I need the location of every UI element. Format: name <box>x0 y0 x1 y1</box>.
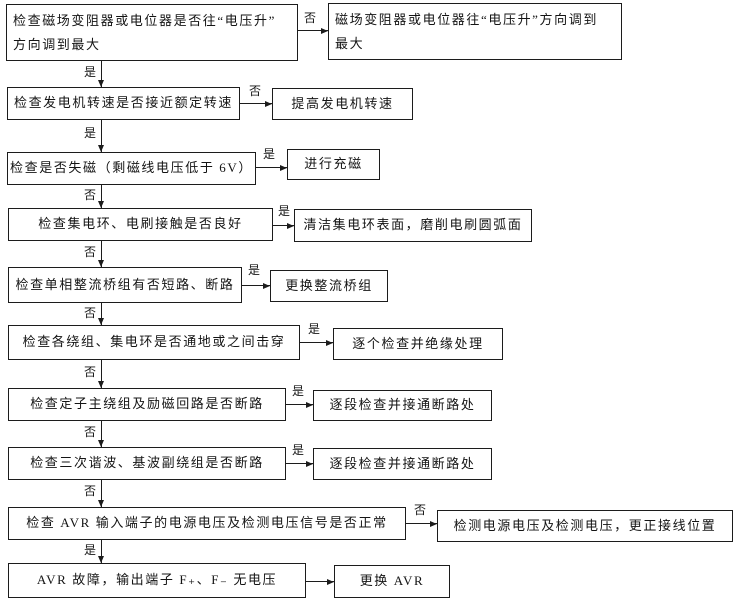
action-node-8: 逐段检查并接通断路处 <box>313 448 492 480</box>
check-node-5: 检查单相整流桥组有否短路、断路 <box>8 267 242 303</box>
action-node-7: 逐段检查并接通断路处 <box>313 390 492 421</box>
action-node-1: 磁场变阻器或电位器往“电压升”方向调到 最大 <box>328 3 622 60</box>
down-arrow-4 <box>98 241 105 267</box>
down-arrow-6 <box>98 360 105 388</box>
branch-label-2: 否 <box>249 84 262 99</box>
check-node-10: AVR 故障，输出端子 F₊、F₋ 无电压 <box>8 563 306 598</box>
branch-label-7: 是 <box>292 384 305 399</box>
check-node-3: 检查是否失磁（剩磁线电压低于 6V） <box>7 152 256 185</box>
action-node-4: 清洁集电环表面，磨削电刷圆弧面 <box>294 209 532 242</box>
down-label-5: 否 <box>84 306 97 321</box>
down-label-1: 是 <box>84 65 97 80</box>
down-arrow-9 <box>98 540 105 563</box>
branch-arrow-3 <box>256 164 287 171</box>
action-node-6: 逐个检查并绝缘处理 <box>333 328 503 360</box>
action-node-10: 更换 AVR <box>334 565 450 598</box>
branch-label-1: 否 <box>304 11 317 26</box>
down-arrow-7 <box>98 421 105 447</box>
down-label-6: 否 <box>84 365 97 380</box>
check-node-2: 检查发电机转速是否接近额定转速 <box>7 87 240 120</box>
branch-arrow-9 <box>406 520 437 527</box>
branch-label-5: 是 <box>248 263 261 278</box>
branch-label-8: 是 <box>292 443 305 458</box>
down-label-8: 否 <box>84 484 97 499</box>
down-label-2: 是 <box>84 126 97 141</box>
down-arrow-1 <box>98 61 105 87</box>
branch-label-4: 是 <box>278 204 291 219</box>
down-label-9: 是 <box>84 543 97 558</box>
branch-arrow-1 <box>298 27 328 34</box>
down-arrow-8 <box>98 480 105 507</box>
down-label-3: 否 <box>84 188 97 203</box>
down-arrow-2 <box>98 120 105 152</box>
branch-label-3: 是 <box>263 147 276 162</box>
check-node-9: 检查 AVR 输入端子的电源电压及检测电压信号是否正常 <box>8 507 406 540</box>
check-node-8: 检查三次谐波、基波副绕组是否断路 <box>8 447 286 480</box>
down-label-4: 否 <box>84 245 97 260</box>
action-node-2: 提高发电机转速 <box>272 88 413 120</box>
check-node-7: 检查定子主绕组及励磁回路是否断路 <box>8 388 286 421</box>
check-node-1: 检查磁场变阻器或电位器是否往“电压升” 方向调到最大 <box>6 4 298 61</box>
check-node-6: 检查各绕组、集电环是否通地或之间击穿 <box>8 325 300 360</box>
branch-label-6: 是 <box>308 322 321 337</box>
action-node-5: 更换整流桥组 <box>270 270 388 302</box>
branch-arrow-7 <box>286 401 313 408</box>
action-node-3: 进行充磁 <box>287 149 380 180</box>
check-node-4: 检查集电环、电刷接触是否良好 <box>8 208 273 241</box>
branch-arrow-4 <box>273 222 294 229</box>
down-arrow-3 <box>98 185 105 208</box>
action-node-9: 检测电源电压及检测电压，更正接线位置 <box>437 510 733 542</box>
branch-arrow-2 <box>240 100 272 107</box>
branch-arrow-10 <box>306 578 334 585</box>
branch-arrow-5 <box>242 282 270 289</box>
down-label-7: 否 <box>84 425 97 440</box>
branch-arrow-8 <box>286 460 313 467</box>
branch-label-9: 否 <box>414 503 427 518</box>
branch-arrow-6 <box>300 339 333 346</box>
down-arrow-5 <box>98 303 105 325</box>
